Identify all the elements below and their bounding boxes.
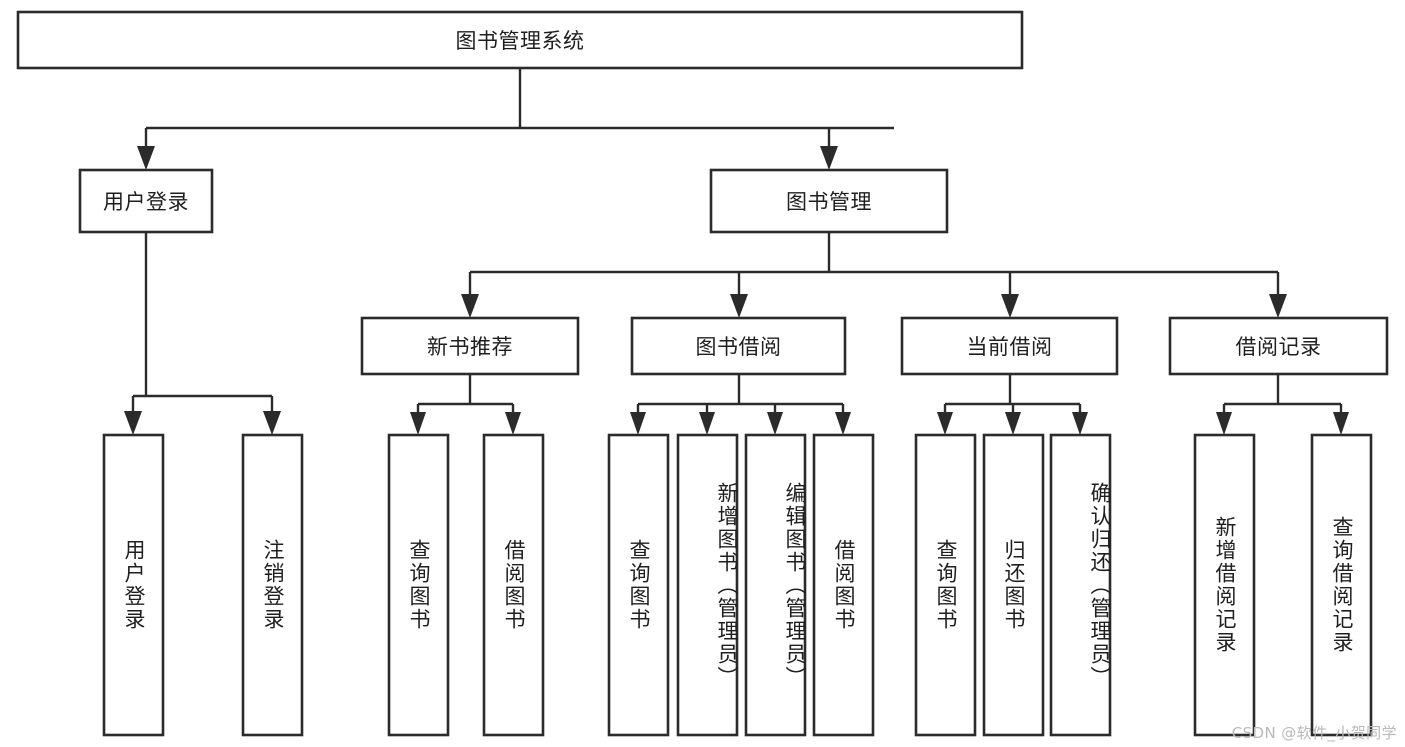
arrowhead-borrow-record bbox=[1269, 294, 1287, 318]
arrowhead-leaf-borrow-edit bbox=[767, 412, 783, 435]
node-box-leaf-borrow-query[interactable] bbox=[607, 433, 670, 737]
node-box-leaf-current-return[interactable] bbox=[982, 433, 1045, 737]
arrowhead-book-borrow bbox=[730, 294, 748, 318]
arrowhead-user-login bbox=[137, 146, 155, 170]
arrowhead-leaf-borrow-query bbox=[630, 412, 646, 435]
arrowhead-leaf-borrow-add bbox=[699, 412, 715, 435]
node-box-leaf-current-confirm[interactable] bbox=[1049, 433, 1112, 737]
arrowhead-leaf-logout bbox=[263, 411, 281, 435]
node-box-leaf-recommend-borrow[interactable] bbox=[482, 433, 545, 737]
node-box-current-borrow[interactable] bbox=[900, 316, 1119, 376]
arrowhead-leaf-current-query bbox=[937, 412, 953, 435]
node-box-new-book-recommend[interactable] bbox=[360, 316, 580, 376]
node-box-leaf-borrow-lend[interactable] bbox=[812, 433, 875, 737]
node-box-leaf-logout[interactable] bbox=[241, 433, 304, 737]
node-box-leaf-borrow-add[interactable] bbox=[676, 433, 739, 737]
arrowhead-leaf-recommend-borrow bbox=[505, 412, 521, 435]
node-box-leaf-record-query[interactable] bbox=[1310, 433, 1373, 737]
arrowhead-leaf-current-return bbox=[1005, 412, 1021, 435]
arrowhead-leaf-record-query bbox=[1333, 412, 1349, 435]
arrowhead-leaf-current-confirm bbox=[1072, 412, 1088, 435]
watermark-text: CSDN @软件_小贺同学 bbox=[1231, 724, 1397, 742]
node-box-leaf-recommend-query[interactable] bbox=[387, 433, 450, 737]
node-box-book-borrow[interactable] bbox=[630, 316, 847, 376]
arrowhead-leaf-borrow-lend bbox=[835, 412, 851, 435]
node-box-leaf-borrow-edit[interactable] bbox=[744, 433, 807, 737]
node-box-book-management[interactable] bbox=[709, 168, 949, 234]
node-box-leaf-user-login[interactable] bbox=[102, 433, 165, 737]
arrowhead-new-book-recommend bbox=[461, 294, 479, 318]
arrowhead-leaf-recommend-query bbox=[410, 412, 426, 435]
node-box-user-login[interactable] bbox=[78, 168, 214, 234]
arrowhead-leaf-user-login bbox=[124, 411, 142, 435]
node-box-borrow-record[interactable] bbox=[1168, 316, 1389, 376]
arrowhead-book-mgmt bbox=[820, 146, 838, 170]
node-box-leaf-current-query[interactable] bbox=[914, 433, 977, 737]
node-box-leaf-record-add[interactable] bbox=[1193, 433, 1256, 737]
node-box-root[interactable] bbox=[16, 10, 1024, 70]
arrowhead-current-borrow bbox=[1001, 294, 1019, 318]
arrowhead-leaf-record-add bbox=[1216, 412, 1232, 435]
